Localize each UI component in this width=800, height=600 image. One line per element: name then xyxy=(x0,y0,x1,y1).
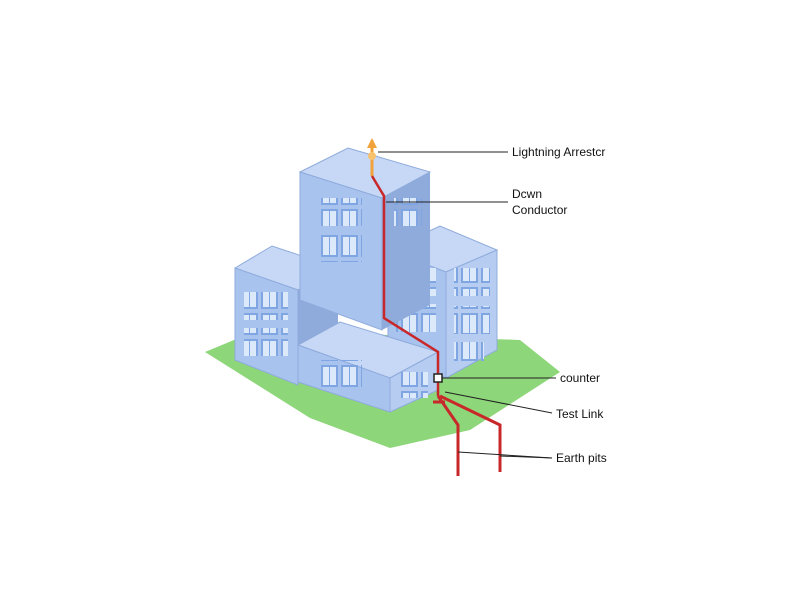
down-conductor-line xyxy=(370,175,440,396)
label-down-conductor-1: Dcwn xyxy=(512,187,542,201)
label-down-conductor-2: Conductor xyxy=(512,203,567,217)
label-earth-pits: Earth pits xyxy=(556,451,607,465)
front-block xyxy=(296,321,440,413)
callout-lines xyxy=(378,151,556,459)
label-lightning-arrester: Lightning Arrestcr xyxy=(512,145,605,159)
label-test-link: Test Link xyxy=(556,407,604,421)
central-tower xyxy=(298,147,432,331)
lightning-arrester-icon xyxy=(367,138,377,176)
counter-icon xyxy=(433,373,443,383)
label-counter: counter xyxy=(560,371,600,385)
